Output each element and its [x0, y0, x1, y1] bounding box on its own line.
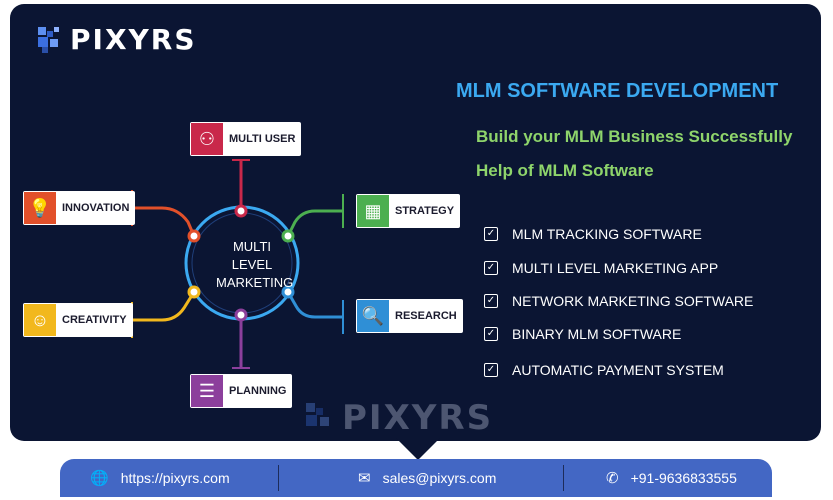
feature-item: ✓AUTOMATIC PAYMENT SYSTEM: [484, 360, 724, 380]
phone-icon: ✆: [606, 470, 619, 487]
banner-card: PIXYRS MLM SOFTWARE DEVELOPMENT Build yo…: [10, 4, 821, 441]
page-title: MLM SOFTWARE DEVELOPMENT: [456, 80, 779, 102]
globe-icon: 🌐: [90, 470, 109, 487]
logo-mark-icon: [38, 27, 64, 53]
subtitle-line-2: Help of MLM Software: [476, 161, 654, 180]
strategy-board-icon: ▦: [357, 195, 389, 227]
footer-divider: [563, 465, 564, 491]
watermark-mark-icon: [306, 403, 336, 433]
checkbox-icon: ✓: [484, 327, 498, 341]
feature-item: ✓NETWORK MARKETING SOFTWARE: [484, 291, 753, 311]
watermark-wordmark: PIXYRS: [342, 398, 494, 438]
diagram-connectors: [131, 159, 344, 369]
banner-pointer: [396, 438, 440, 460]
phone-link[interactable]: ✆ +91-9636833555: [606, 470, 737, 487]
logo-wordmark: PIXYRS: [70, 23, 197, 56]
lightbulb-icon: 💡: [24, 192, 56, 224]
magnifier-document-icon: 🔍: [357, 300, 389, 332]
node-creativity: ☺ CREATIVITY: [23, 303, 133, 337]
envelope-icon: ✉: [358, 470, 371, 487]
pixyrs-watermark: PIXYRS: [306, 398, 493, 438]
checkbox-icon: ✓: [484, 261, 498, 275]
checkbox-icon: ✓: [484, 227, 498, 241]
node-innovation: 💡 INNOVATION: [23, 191, 136, 225]
node-planning: ☰ PLANNING: [190, 374, 293, 408]
checkbox-icon: ✓: [484, 363, 498, 377]
feature-item: ✓MLM TRACKING SOFTWARE: [484, 224, 702, 244]
email-link[interactable]: ✉ sales@pixyrs.com: [358, 470, 497, 487]
creative-head-icon: ☺: [24, 304, 56, 336]
subtitle-line-1: Build your MLM Business Successfully: [476, 127, 793, 146]
node-strategy: ▦ STRATEGY: [356, 194, 461, 228]
footer-divider: [278, 465, 279, 491]
node-research: 🔍 RESEARCH: [356, 299, 463, 333]
feature-item: ✓BINARY MLM SOFTWARE: [484, 324, 681, 344]
node-multi-user: ⚇ MULTI USER: [190, 122, 302, 156]
hub-label: MULTI LEVEL MARKETING: [216, 239, 294, 290]
contact-footer: 🌐 https://pixyrs.com ✉ sales@pixyrs.com …: [60, 459, 772, 497]
checklist-icon: ☰: [191, 375, 223, 407]
website-link[interactable]: 🌐 https://pixyrs.com: [90, 470, 230, 487]
team-icon: ⚇: [191, 123, 223, 155]
pixyrs-logo: PIXYRS: [38, 24, 197, 56]
checkbox-icon: ✓: [484, 294, 498, 308]
feature-item: ✓MULTI LEVEL MARKETING APP: [484, 258, 718, 278]
